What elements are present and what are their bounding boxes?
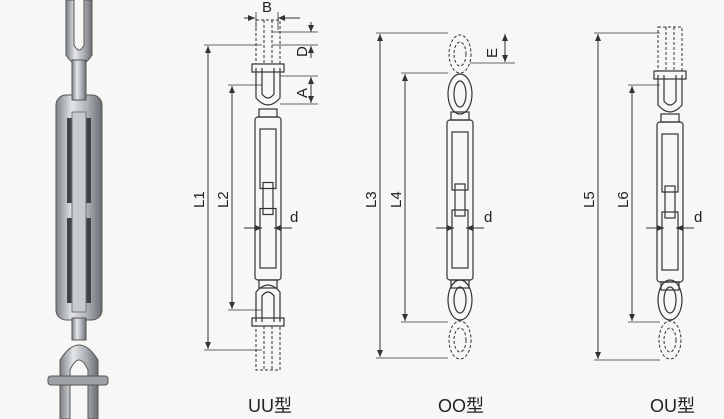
body-nut-bottom xyxy=(258,279,278,289)
eye-end xyxy=(447,279,473,360)
caption-uu: UU型 xyxy=(248,396,292,416)
dim-label-A: A xyxy=(294,88,311,98)
body-center-screw xyxy=(454,183,466,217)
dashed-eye-link xyxy=(448,34,472,74)
caption-ou: OU型 xyxy=(650,396,695,416)
drawings xyxy=(204,12,694,371)
dim-label-L2: L2 xyxy=(215,191,232,208)
eye-outline xyxy=(447,73,473,115)
photo-bottom-pin xyxy=(47,375,109,386)
jaw-pin xyxy=(251,317,285,327)
body-outline xyxy=(446,119,474,281)
dashed-shackle-jaw xyxy=(255,325,281,371)
eye-inner xyxy=(453,286,467,314)
dim-label-E: E xyxy=(484,48,501,58)
dim-label-L5: L5 xyxy=(581,191,598,208)
body-window-upper xyxy=(259,128,277,190)
turnbuckle-photo xyxy=(47,0,109,419)
turnbuckle-body xyxy=(646,113,694,291)
eye-end xyxy=(657,279,683,360)
body-window-lower xyxy=(451,209,469,269)
jaw-outline xyxy=(255,284,281,322)
photo-top-neck xyxy=(71,59,87,101)
turnbuckle-body xyxy=(436,111,484,289)
dashed-eye-link xyxy=(658,320,682,360)
dashed-eye-link-inner xyxy=(453,41,467,67)
dashed-eye-link-inner xyxy=(453,327,467,353)
jaw-end xyxy=(251,284,285,371)
jaw-inner xyxy=(261,68,275,99)
eye-inner xyxy=(453,80,467,108)
dashed-shackle-jaw xyxy=(657,26,683,72)
eye-end xyxy=(447,34,473,115)
body-window-lower xyxy=(661,211,679,271)
dim-label-d-uu: d xyxy=(290,209,298,226)
body-center-screw xyxy=(664,185,676,219)
body-nut-top xyxy=(450,111,470,121)
caption-oo: OO型 xyxy=(438,396,484,416)
jaw-inner xyxy=(261,291,275,322)
jaw-inner xyxy=(663,75,677,106)
body-outline xyxy=(656,121,684,283)
dim-label-B: B xyxy=(262,0,272,16)
eye-outline xyxy=(447,279,473,321)
dashed-shackle-jaw xyxy=(255,19,281,65)
body-nut-top xyxy=(258,108,278,118)
body-outline xyxy=(254,116,282,281)
eye-outline xyxy=(657,279,683,321)
photo-top-jaw xyxy=(65,0,93,66)
jaw-outline xyxy=(255,68,281,106)
jaw-end xyxy=(653,26,687,113)
dashed-eye-link-inner xyxy=(663,327,677,353)
dim-label-d-ou: d xyxy=(694,209,702,226)
body-window-upper xyxy=(451,131,469,191)
jaw-end xyxy=(251,19,285,106)
body-window-lower xyxy=(259,207,277,269)
dashed-eye-link xyxy=(448,320,472,360)
jaw-pin xyxy=(653,70,687,80)
dim-label-L6: L6 xyxy=(615,191,632,208)
dim-label-L1: L1 xyxy=(191,191,208,208)
dim-label-L4: L4 xyxy=(388,191,405,208)
dim-label-L3: L3 xyxy=(363,191,380,208)
photo-threaded-rod xyxy=(71,111,87,313)
body-center-screw xyxy=(262,181,274,216)
eye-inner xyxy=(663,286,677,314)
jaw-pin xyxy=(251,63,285,73)
dim-label-D: D xyxy=(294,46,311,57)
jaw-outline xyxy=(657,75,683,113)
dim-label-d-oo: d xyxy=(484,209,492,226)
turnbuckle-body xyxy=(244,108,292,289)
body-nut-top xyxy=(660,113,680,123)
photo-bottom-jaw xyxy=(59,344,99,419)
photo-bottom-neck xyxy=(71,317,87,341)
body-window-upper xyxy=(661,133,679,193)
